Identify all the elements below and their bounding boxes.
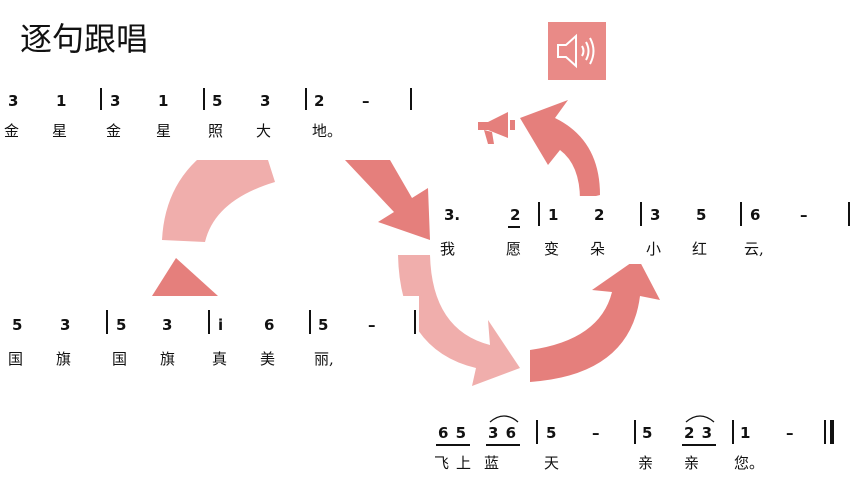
note: 6 5 [438,424,467,442]
note: 1 [56,92,67,110]
lyric: 大 [256,122,272,140]
note: – [362,92,370,110]
lyric: 旗 [160,350,176,368]
note: i [218,316,224,334]
lyric: 小 [646,240,662,258]
note: – [800,206,808,224]
note: 3 [8,92,19,110]
lyric: 亲 [638,454,654,472]
note: 5 [116,316,127,334]
lyric: 真 [212,350,228,368]
underline [486,444,520,446]
bar-line [732,420,734,444]
bar-line [414,310,416,334]
arrow-top-middle [345,160,430,240]
bar-line [106,310,108,334]
slur [489,415,519,423]
page-title: 逐句跟唱 [20,20,149,58]
lyric: 照 [208,122,224,140]
note: 3 [260,92,271,110]
bar-line [848,202,850,226]
lyric: 云, [744,240,764,258]
lyric: 星 [156,122,172,140]
note: 2 [314,92,325,110]
note: 5 [12,316,23,334]
note: 6 [750,206,761,224]
megaphone-icon [478,112,515,144]
note: 5 [642,424,653,442]
underline [508,226,520,228]
phrase-1: 3 1 3 1 5 3 2 – 金 星 金 星 照 大 地。 [0,82,415,160]
bar-line [410,88,412,110]
lyric: 飞 [434,454,450,472]
lyric: 金 [4,122,20,140]
speaker-icon [557,33,595,69]
lyric: 国 [8,350,24,368]
bar-line [100,88,102,110]
lyric: 亲 [684,454,700,472]
note: 5 [696,206,707,224]
lyric: 愿 [506,240,522,258]
bar-line [536,420,538,444]
note: 3. [444,206,461,224]
note: 3 [650,206,661,224]
note: 1 [158,92,169,110]
bar-line [824,420,826,444]
lyric: 金 [106,122,122,140]
play-audio-button[interactable] [548,22,606,80]
bar-line [640,202,642,226]
note: 3 [110,92,121,110]
lyric: 上 [456,454,472,472]
bar-line [203,88,205,110]
lyric: 天 [544,454,560,472]
underline [682,444,716,446]
note: – [592,424,600,442]
note: 2 3 [684,424,713,442]
note: 5 [546,424,557,442]
underline [436,444,470,446]
phrase-2: 3. 2 1 2 3 5 6 – 我 愿 变 朵 小 红 云, [434,196,854,264]
lyric: 美 [260,350,276,368]
arrow-top-right [520,100,600,200]
lyric: 地。 [312,122,343,140]
lyric: 国 [112,350,128,368]
arrow-upper-left [162,148,275,242]
lyric: 星 [52,122,68,140]
lyric: 变 [544,240,560,258]
lyric: 旗 [56,350,72,368]
bar-line [309,310,311,334]
note: 5 [212,92,223,110]
bar-line [740,202,742,226]
lyric: 红 [692,240,708,258]
note: 6 [264,316,275,334]
note: 3 [162,316,173,334]
bar-line [305,88,307,110]
note: 1 [740,424,751,442]
final-bar-line [830,420,834,444]
arrow-bottom-right [530,258,660,382]
note: 2 [510,206,521,224]
bar-line [208,310,210,334]
lyric: 您。 [734,454,765,472]
phrase-3: 5 3 5 3 i 6 5 – 国 旗 国 旗 真 美 丽, [4,296,419,392]
slur [685,415,715,423]
arrow-lower-left [152,258,218,296]
lyric: 朵 [590,240,606,258]
note: 1 [548,206,559,224]
note: 3 6 [488,424,517,442]
note: – [786,424,794,442]
note: – [368,316,376,334]
note: 5 [318,316,329,334]
lyric: 丽, [314,350,334,368]
note: 2 [594,206,605,224]
arrow-middle [398,255,520,386]
bar-line [634,420,636,444]
phrase-4: 6 5 3 6 5 – 5 2 3 1 – 飞 上 蓝 天 亲 亲 您。 [428,406,840,478]
note: 3 [60,316,71,334]
lyric: 蓝 [484,454,500,472]
bar-line [538,202,540,226]
lyric: 我 [440,240,456,258]
